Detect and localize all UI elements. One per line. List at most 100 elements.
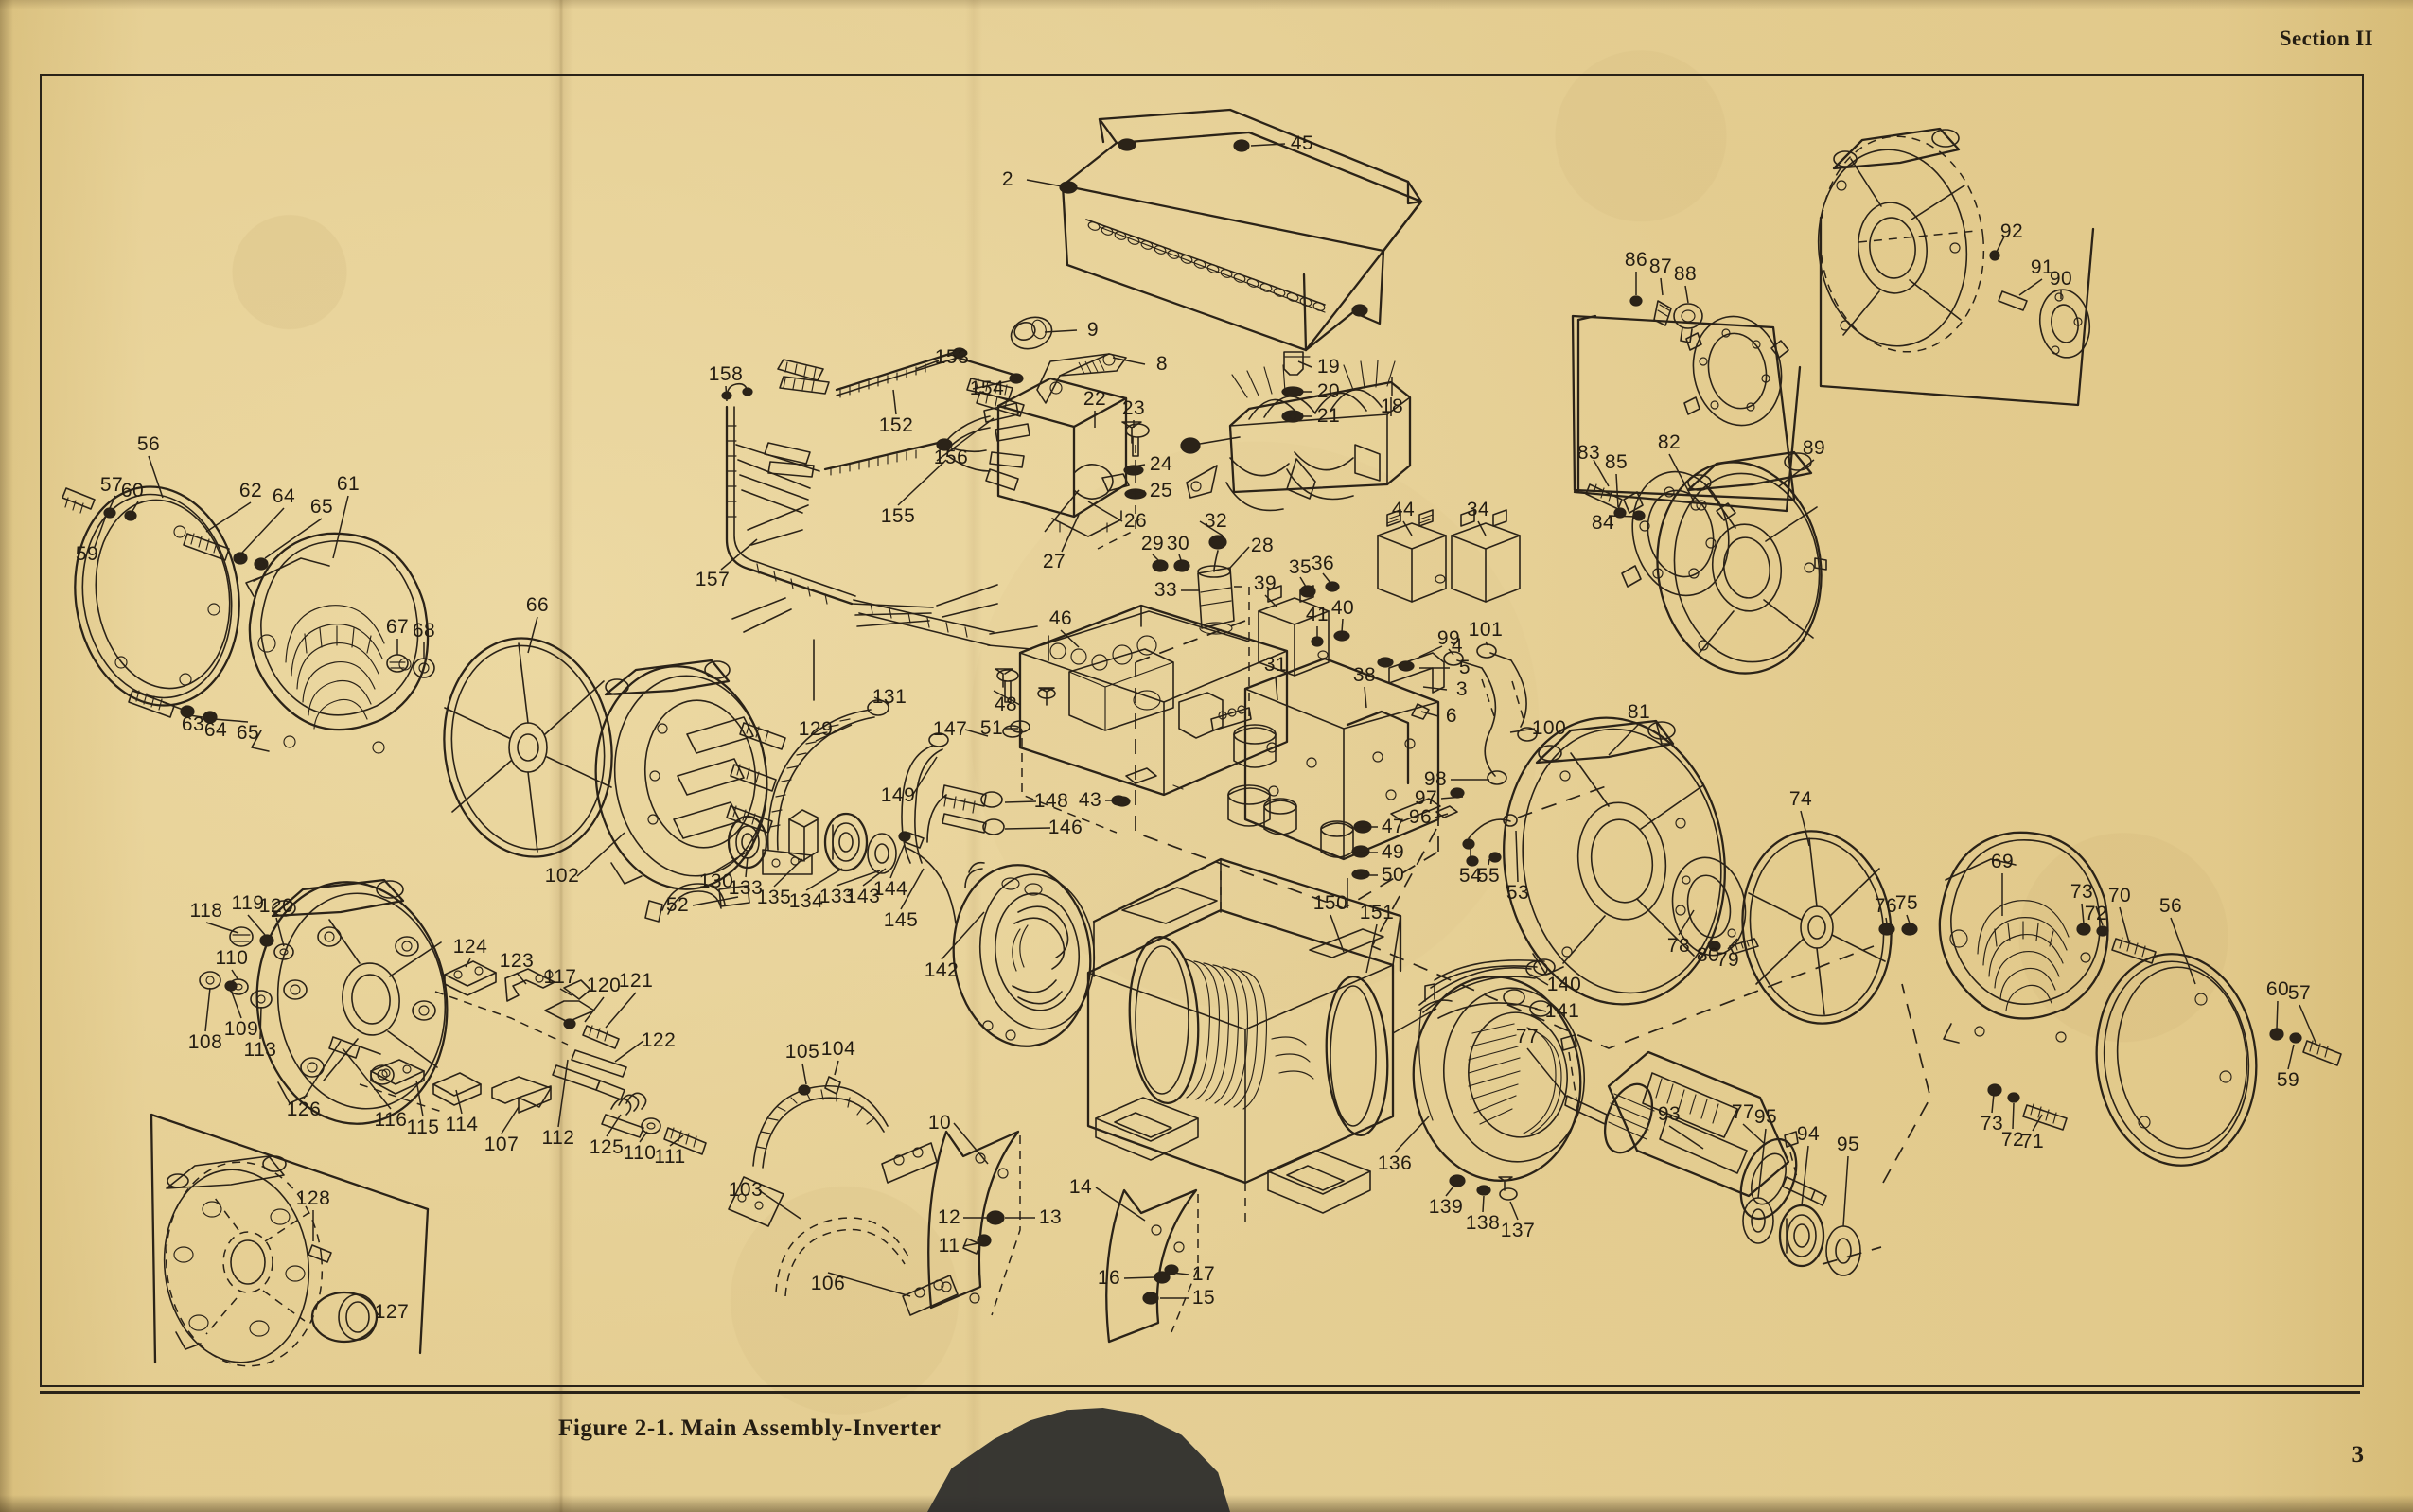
page-number: 3 — [2351, 1442, 2365, 1468]
callout-number-4: 4 — [1451, 635, 1464, 657]
callout-number-82: 82 — [1657, 431, 1682, 453]
part-brush-rigging — [329, 961, 706, 1154]
callout-number-75: 75 — [1894, 892, 1919, 914]
callout-number-100: 100 — [1531, 717, 1567, 739]
callout-number-88: 88 — [1673, 263, 1698, 285]
part-sliprings-102 — [585, 658, 785, 898]
figure-border — [40, 74, 2364, 1387]
callout-number-3: 3 — [1455, 678, 1469, 700]
callout-number-118: 118 — [189, 900, 223, 922]
part-ring-56-right — [2087, 946, 2341, 1173]
part-fan-74 — [1731, 821, 1904, 1033]
part-hardware-86-88 — [1630, 296, 1702, 343]
callout-number-48: 48 — [994, 694, 1018, 715]
part-end-bell-126-inset — [155, 1154, 332, 1374]
callout-number-35: 35 — [1288, 556, 1312, 578]
page-edge-shadow-left — [0, 0, 13, 1512]
part-main-chassis-box — [1136, 621, 1440, 908]
callout-number-115: 115 — [406, 1116, 440, 1138]
callout-number-104: 104 — [820, 1038, 856, 1060]
callout-number-38: 38 — [1352, 664, 1377, 686]
part-stator-frame-150 — [1088, 859, 1436, 1222]
part-hardware-23-26 — [1098, 422, 1149, 549]
callout-number-46: 46 — [1048, 607, 1073, 629]
callout-number-59: 59 — [75, 543, 99, 565]
part-brush-ring-82 — [1586, 463, 1740, 605]
callout-number-13: 13 — [1038, 1206, 1063, 1228]
callout-number-74: 74 — [1788, 788, 1813, 810]
callout-number-10: 10 — [927, 1112, 952, 1134]
callout-number-16: 16 — [1097, 1267, 1121, 1289]
callout-number-121: 121 — [618, 970, 654, 992]
callout-number-129: 129 — [798, 718, 834, 740]
callout-number-119: 119 — [231, 892, 265, 914]
leader-lines — [95, 144, 2316, 1315]
callout-number-95: 95 — [1836, 1134, 1860, 1155]
callout-number-81: 81 — [1627, 701, 1651, 723]
callout-number-65: 65 — [309, 496, 334, 518]
callout-number-6: 6 — [1445, 705, 1458, 727]
callout-number-152: 152 — [878, 414, 914, 436]
callout-number-157: 157 — [695, 569, 731, 590]
callout-number-109: 109 — [223, 1018, 259, 1040]
callout-number-80: 80 — [1696, 944, 1720, 966]
callout-number-145: 145 — [883, 909, 919, 931]
callout-number-77: 77 — [1731, 1101, 1755, 1123]
part-fan-66 — [431, 627, 626, 868]
callout-number-138: 138 — [1465, 1212, 1501, 1234]
callout-number-70: 70 — [2107, 885, 2132, 906]
callout-number-53: 53 — [1506, 882, 1530, 904]
callout-number-114: 114 — [445, 1114, 479, 1135]
callout-number-2: 2 — [1001, 168, 1014, 190]
callout-number-110: 110 — [623, 1142, 657, 1164]
callout-number-134: 134 — [788, 890, 824, 912]
part-ring-56-left — [62, 476, 254, 716]
part-cables-96-101 — [1372, 644, 1874, 1048]
part-hardware-47-49-50 — [1352, 821, 1371, 879]
caption-rule — [40, 1391, 2360, 1394]
part-stator-136 — [1403, 959, 1593, 1200]
callout-number-105: 105 — [784, 1041, 820, 1063]
callout-number-131: 131 — [872, 686, 907, 708]
callout-number-45: 45 — [1290, 132, 1314, 154]
callout-number-96: 96 — [1408, 806, 1433, 828]
callout-number-25: 25 — [1149, 480, 1173, 501]
callout-number-90: 90 — [2049, 268, 2073, 290]
part-brush-ring-82-inset — [1683, 308, 1791, 434]
callout-number-14: 14 — [1068, 1176, 1093, 1198]
part-bearings-94-95 — [1743, 1198, 1860, 1275]
callout-number-122: 122 — [641, 1029, 677, 1051]
callout-number-93: 93 — [1657, 1103, 1682, 1125]
callout-number-94: 94 — [1796, 1123, 1821, 1145]
part-fan-cover-69 — [1940, 833, 2108, 1043]
part-lead-52 — [645, 884, 749, 922]
callout-number-24: 24 — [1149, 453, 1173, 475]
callout-number-72: 72 — [2000, 1129, 2025, 1151]
callout-number-89: 89 — [1802, 437, 1826, 459]
callout-number-64: 64 — [203, 719, 228, 741]
callout-number-65: 65 — [236, 722, 260, 744]
callout-number-127: 127 — [374, 1301, 410, 1323]
callout-number-124: 124 — [452, 936, 488, 958]
callout-number-136: 136 — [1377, 1152, 1413, 1174]
callout-number-130: 130 — [698, 870, 734, 892]
callout-number-61: 61 — [336, 473, 361, 495]
callout-number-22: 22 — [1083, 388, 1107, 410]
callout-number-21: 21 — [1316, 405, 1341, 427]
callout-number-86: 86 — [1624, 249, 1648, 271]
part-arc-145 — [907, 848, 956, 923]
callout-number-78: 78 — [1666, 935, 1691, 957]
callout-number-17: 17 — [1191, 1263, 1216, 1285]
callout-number-113: 113 — [243, 1039, 277, 1061]
callout-number-154: 154 — [969, 378, 1005, 399]
callout-number-84: 84 — [1591, 512, 1615, 534]
part-fan-cover-61 — [246, 534, 428, 753]
callout-number-36: 36 — [1311, 553, 1335, 574]
callout-number-26: 26 — [1123, 510, 1148, 532]
part-screws-62-65 — [129, 534, 268, 723]
part-subpanel-46 — [1003, 606, 1287, 826]
part-harness-152-156 — [778, 348, 1024, 416]
part-capacitor-28-33 — [1153, 536, 1249, 719]
